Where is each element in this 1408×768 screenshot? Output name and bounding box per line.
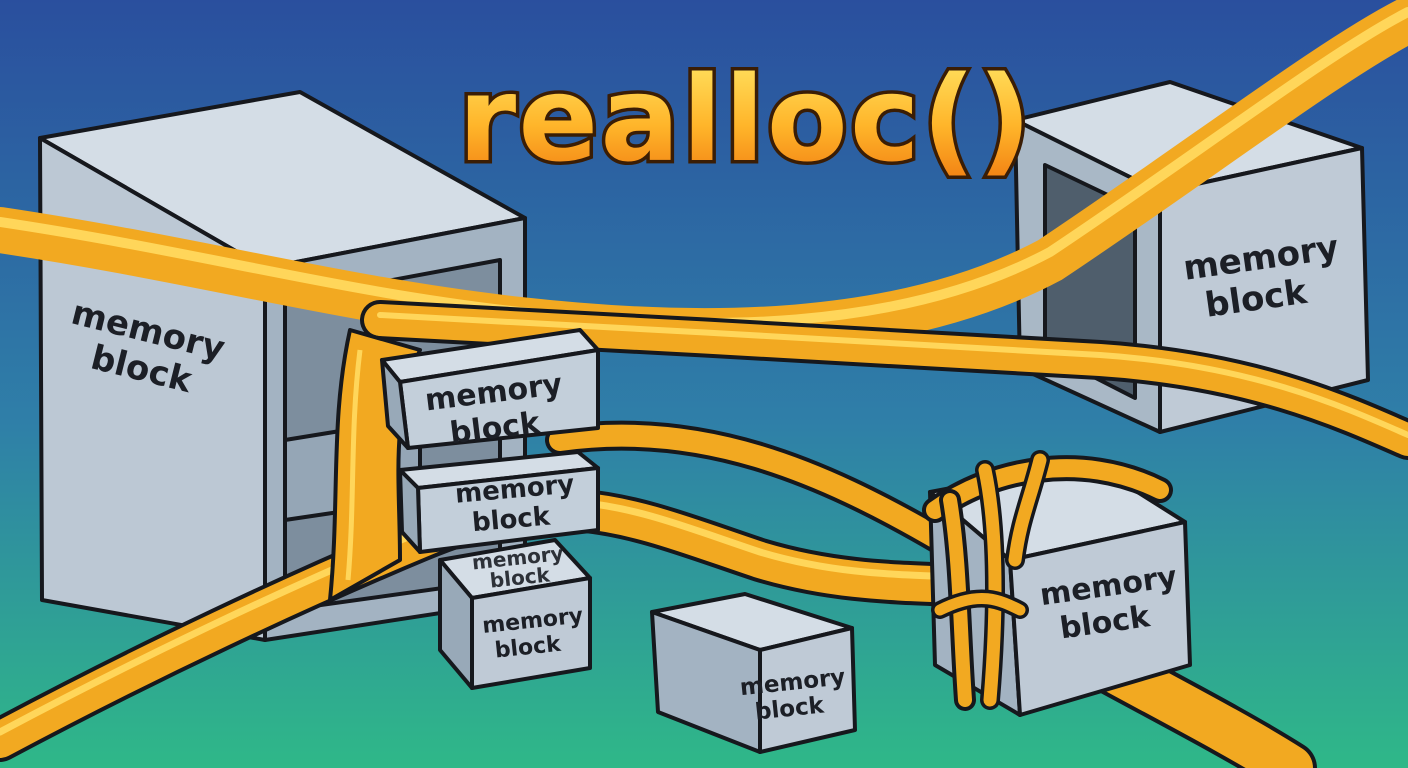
memory-block-stack-top [380, 328, 600, 450]
memory-block-stack-middle [398, 450, 600, 554]
block-label-stack-middle-line2: block [471, 502, 552, 539]
memory-block-wrapped [922, 450, 1192, 717]
memory-block-bottom-center [650, 592, 857, 754]
memory-block-stack-bottom [438, 538, 592, 690]
page-title: realloc() [458, 50, 1034, 188]
